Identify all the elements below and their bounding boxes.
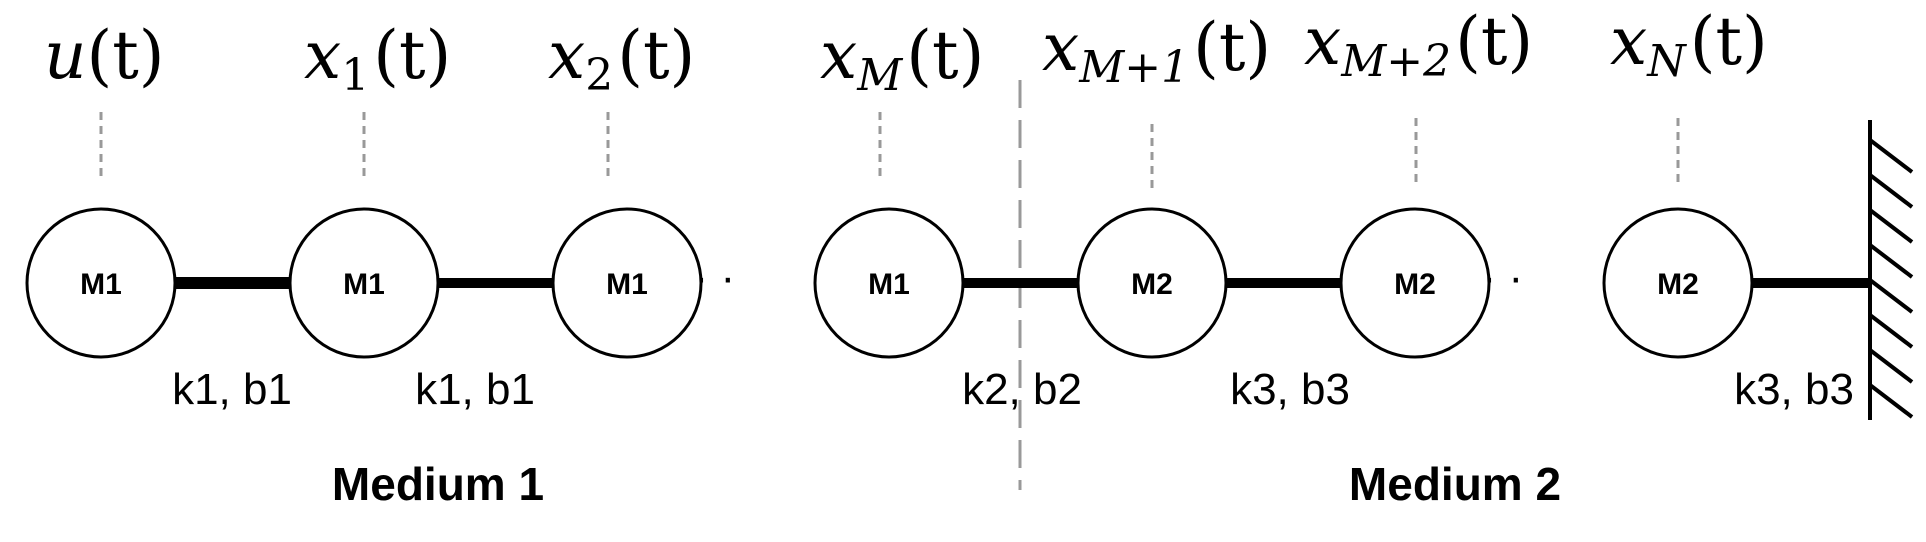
- variable-x2: x2(t): [548, 17, 695, 101]
- variable-xN: xN(t): [1610, 3, 1768, 87]
- mass-label-7: M2: [1657, 268, 1699, 301]
- mass-4: M1: [813, 207, 965, 359]
- mass-1: M1: [25, 207, 177, 359]
- spring-label-4: k3, b3: [1230, 365, 1350, 414]
- fixed-wall: [1868, 120, 1914, 420]
- mass-label-4: M1: [868, 268, 910, 301]
- variable-xM: xM(t): [820, 17, 984, 101]
- mass-5: M2: [1076, 207, 1228, 359]
- mass-label-3: M1: [606, 268, 648, 301]
- mass-label-2: M1: [343, 268, 385, 301]
- mass-label-1: M1: [80, 268, 122, 301]
- mass-6: M2: [1339, 207, 1491, 359]
- medium-label-1: Medium 1: [332, 458, 544, 510]
- medium-label-2: Medium 2: [1349, 458, 1561, 510]
- variable-u: u(t): [44, 17, 165, 94]
- spring-label-2: k1, b1: [415, 365, 535, 414]
- variable-guides: [99, 112, 1680, 192]
- mass-2: M1: [288, 207, 440, 359]
- variable-xM2: xM+2(t): [1304, 3, 1533, 87]
- variable-xM1: xM+1(t): [1042, 9, 1271, 93]
- mass-3: M1: [551, 207, 703, 359]
- spring-label-1: k1, b1: [172, 365, 292, 414]
- mass-label-6: M2: [1394, 268, 1436, 301]
- spring-label-5: k3, b3: [1734, 365, 1854, 414]
- mass-label-5: M2: [1131, 268, 1173, 301]
- spring-label-3: k2, b2: [962, 365, 1082, 414]
- variable-x1: x1(t): [304, 17, 451, 101]
- mass-7: M2: [1602, 207, 1754, 359]
